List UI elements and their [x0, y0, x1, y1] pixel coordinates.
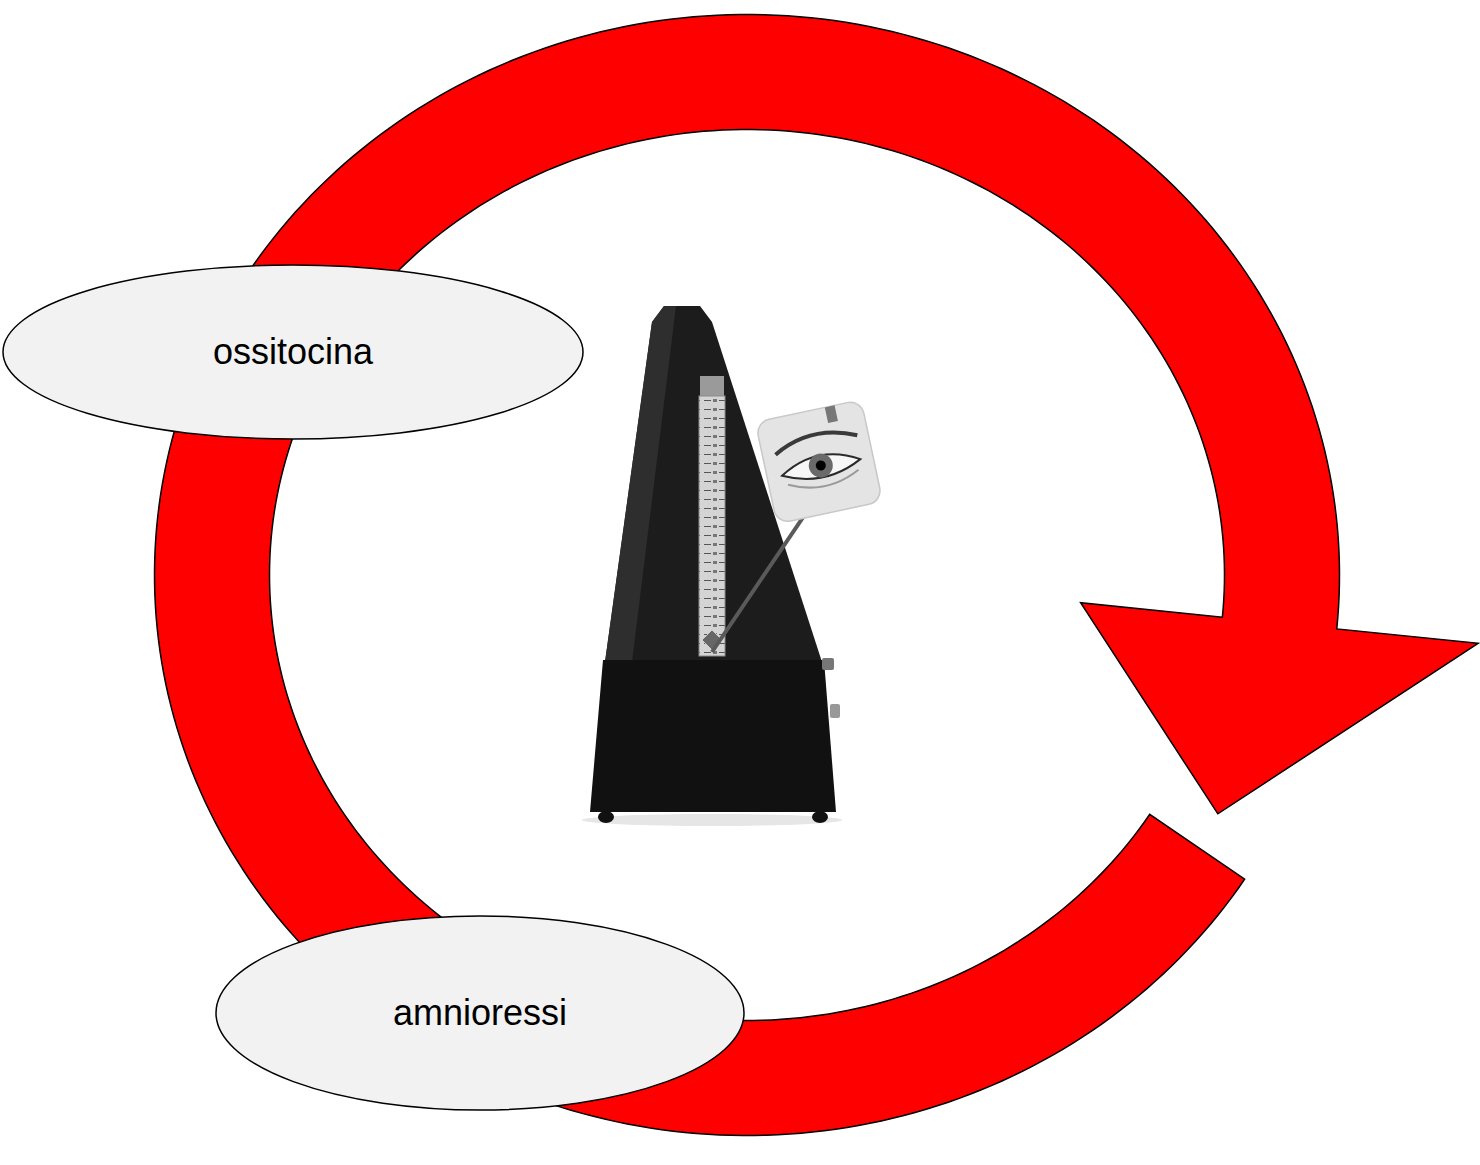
- knob: [822, 658, 834, 670]
- ellipse-shape: [3, 265, 583, 439]
- node-texts: ossitocina: [213, 330, 373, 373]
- pupil: [815, 460, 827, 472]
- metronome-base: [590, 660, 836, 812]
- ellipse-node: ossitocina: [2, 264, 584, 440]
- knob: [830, 704, 840, 718]
- shadow: [582, 814, 842, 826]
- iris: [807, 451, 835, 479]
- ellipse-shape: [216, 916, 744, 1110]
- ellipse-node: amnioressi: [215, 915, 745, 1111]
- metronome-foot: [598, 811, 614, 823]
- photo-card: [755, 400, 882, 524]
- eye-photo: [755, 400, 882, 524]
- scale-cap: [700, 376, 724, 396]
- metronome-illustration: [582, 306, 883, 826]
- eye: [780, 447, 863, 485]
- clip: [825, 405, 838, 423]
- node-label: ossitocina: [213, 330, 373, 373]
- metronome-foot: [812, 811, 828, 823]
- node-label: amnioressi: [393, 991, 567, 1034]
- node-texts: amnioressi: [393, 991, 567, 1034]
- metronome-side: [605, 306, 676, 662]
- lower-lid: [788, 470, 860, 494]
- tempo-scale: [699, 396, 725, 656]
- eyebrow: [773, 426, 858, 455]
